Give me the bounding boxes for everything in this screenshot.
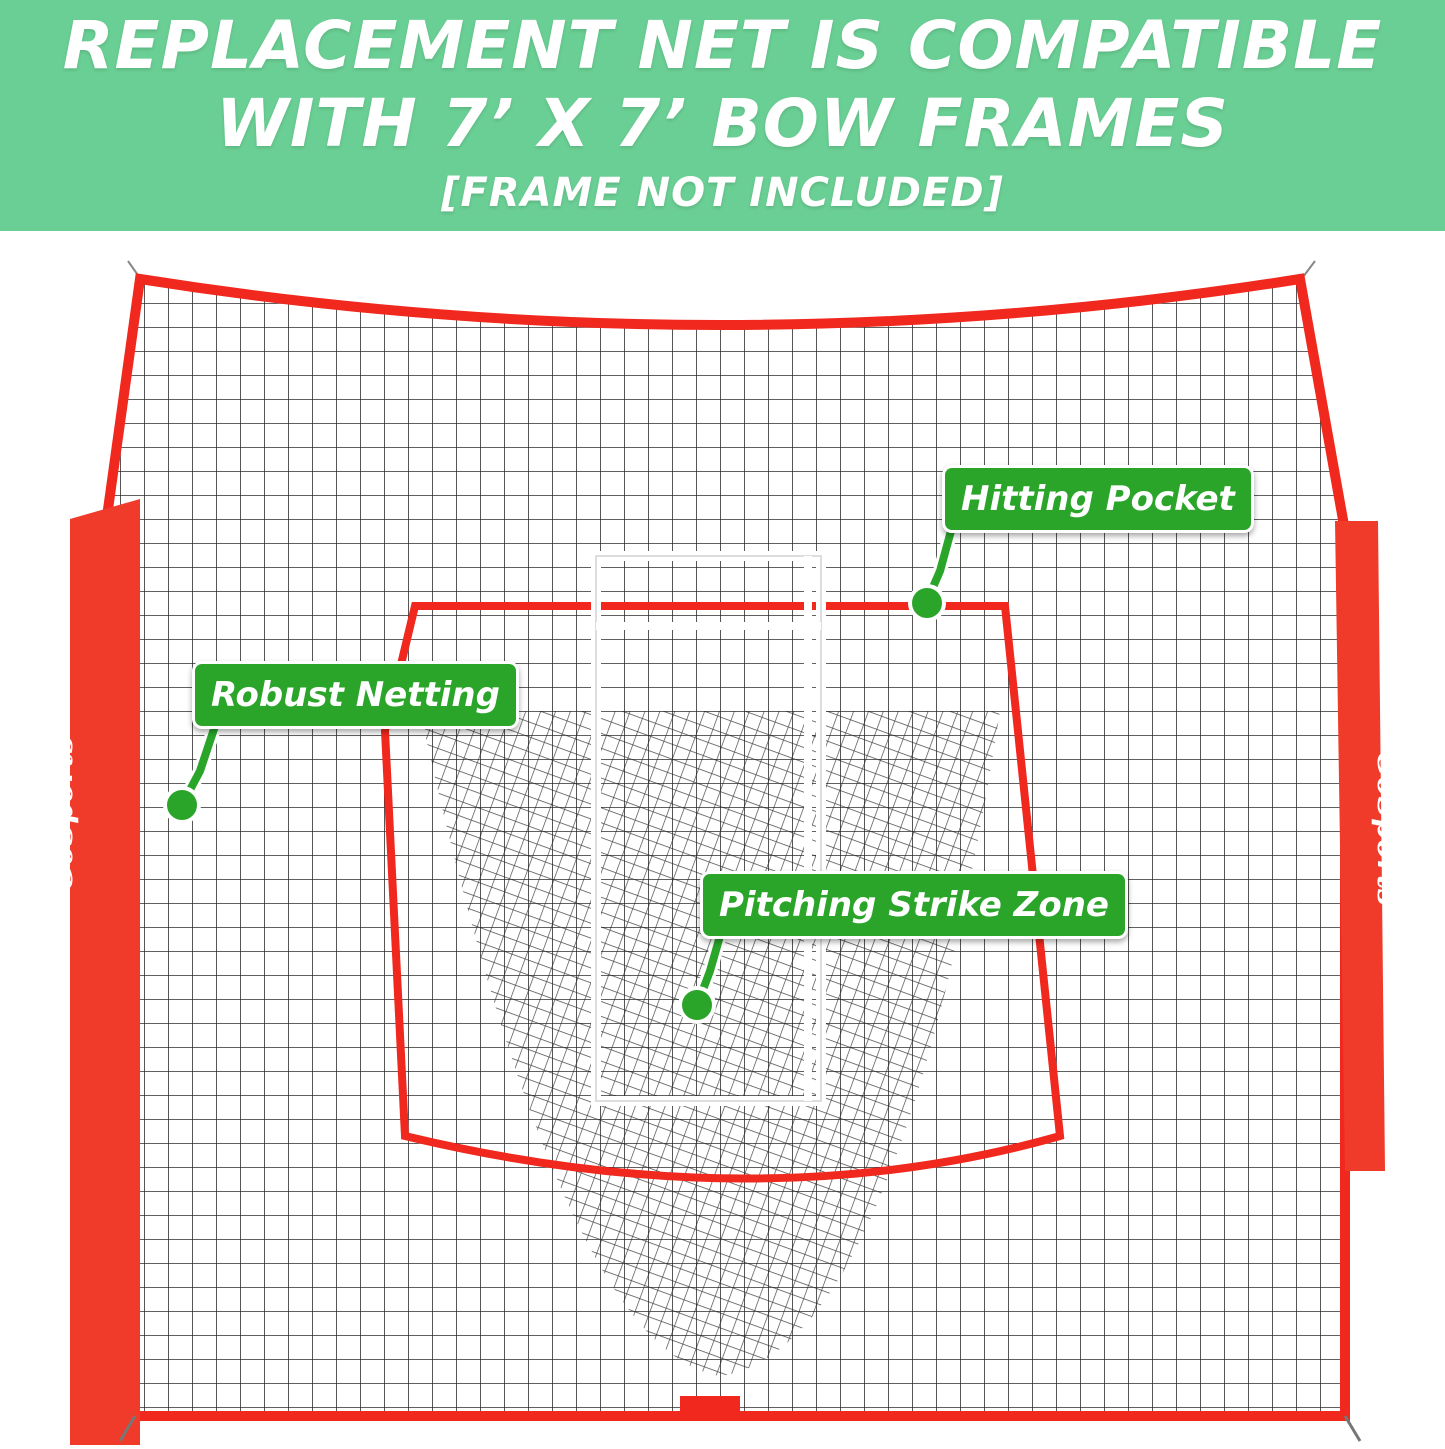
banner-subline: [FRAME NOT INCLUDED]	[441, 170, 1004, 216]
callout-hitting-pocket: Hitting Pocket	[942, 465, 1254, 533]
stake-left	[118, 1415, 137, 1442]
bottom-tab	[680, 1396, 740, 1418]
marker-dot	[678, 986, 716, 1024]
svg-text:GoSports: GoSports	[1370, 751, 1405, 906]
net-border	[99, 273, 1350, 1421]
stake-right	[1343, 1415, 1362, 1442]
left-sleeve	[70, 499, 140, 1449]
callout-robust-netting: Robust Netting	[192, 661, 519, 729]
net-svg: GoSports GoSports	[45, 260, 1405, 1449]
marker-dot	[908, 584, 946, 622]
right-sleeve	[1335, 521, 1385, 1171]
marker-dot	[163, 786, 201, 824]
strike-zone-frame	[591, 551, 826, 1106]
svg-text:GoSports: GoSports	[45, 736, 80, 891]
hitting-pocket-border	[380, 602, 1065, 1183]
brand-logo-right: GoSports	[1370, 751, 1405, 906]
net-illustration: GoSports GoSports Hitting Pocket Robust …	[0, 231, 1445, 1449]
brand-logo-left: GoSports	[45, 736, 80, 891]
banner-headline-line-2: WITH 7’ X 7’ BOW FRAMES	[216, 85, 1229, 162]
banner-headline-line-1: REPLACEMENT NET IS COMPATIBLE	[62, 7, 1383, 84]
header-banner: REPLACEMENT NET IS COMPATIBLE WITH 7’ X …	[0, 0, 1445, 231]
callout-pitching-strike-zone: Pitching Strike Zone	[700, 871, 1128, 939]
